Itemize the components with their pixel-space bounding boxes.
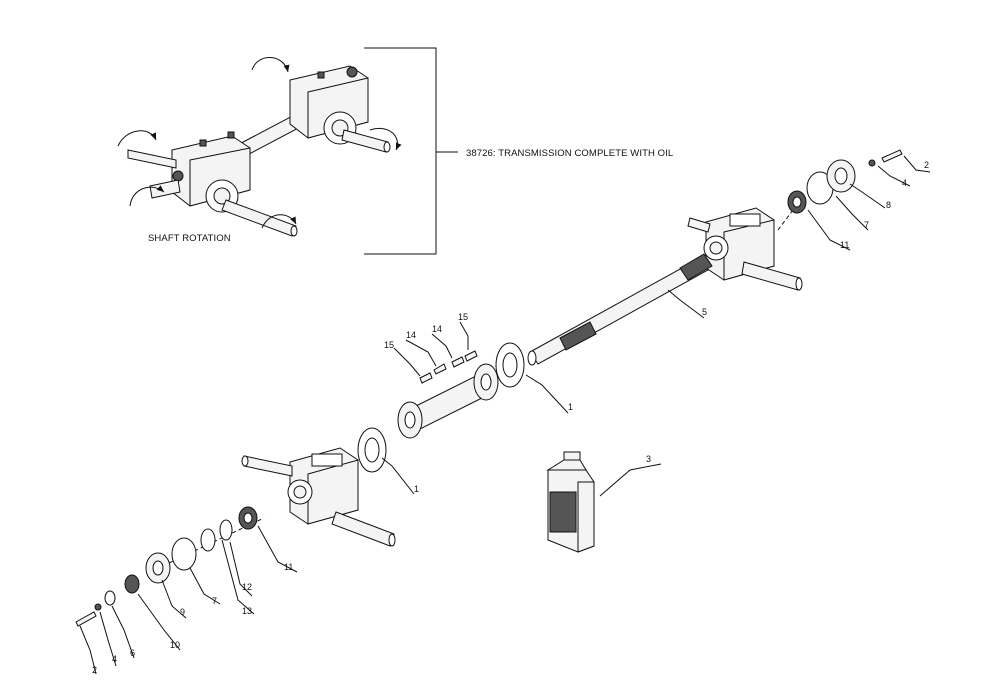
bolt-2-left <box>75 611 97 627</box>
ring-13 <box>200 528 216 552</box>
bolt-15-right <box>464 350 478 362</box>
callout-15-right: 15 <box>458 312 468 322</box>
bolt-14-left <box>433 363 447 375</box>
callout-14-right: 14 <box>432 324 442 334</box>
bolt-15-left <box>419 372 433 384</box>
callout-14-left: 14 <box>406 330 416 340</box>
callout-11-left: 11 <box>284 562 293 572</box>
callout-5: 5 <box>702 307 707 317</box>
bolt-2-right <box>881 149 903 163</box>
callouts: 1 1 2 2 3 4 4 5 6 7 7 8 9 10 11 11 12 13… <box>92 160 929 675</box>
callout-4-right: 4 <box>902 178 907 188</box>
callout-2-right: 2 <box>924 160 929 170</box>
washer-4-left <box>94 603 102 611</box>
seal-10 <box>124 574 140 594</box>
callout-12: 12 <box>242 582 252 592</box>
callout-9: 9 <box>180 607 185 617</box>
callout-8: 8 <box>886 200 891 210</box>
assembly-bracket <box>364 47 458 255</box>
callout-10: 10 <box>170 640 180 650</box>
assembly-caption: 38726: TRANSMISSION COMPLETE WITH OIL <box>466 148 673 159</box>
left-gearbox <box>241 447 396 547</box>
washer-6 <box>104 590 116 606</box>
leader-lines <box>79 155 931 675</box>
callout-4-left: 4 <box>112 654 117 664</box>
gasket-7-left <box>171 537 197 571</box>
callout-7-right: 7 <box>864 220 869 230</box>
callout-7-left: 7 <box>212 596 217 606</box>
washer-4-right <box>868 159 876 167</box>
callout-1-lower: 1 <box>414 484 419 494</box>
callout-6: 6 <box>130 648 135 658</box>
bolt-14-right <box>451 356 465 368</box>
right-gearbox <box>687 207 803 291</box>
callout-3: 3 <box>646 454 651 464</box>
callout-11-right: 11 <box>840 240 849 250</box>
callout-1-upper: 1 <box>568 402 573 412</box>
oil-bottle-3 <box>546 451 595 553</box>
tube-housing <box>397 363 499 439</box>
callout-13: 13 <box>242 606 252 616</box>
ring-12 <box>219 519 233 541</box>
shaft-rotation-caption: SHAFT ROTATION <box>148 233 231 244</box>
callout-2-left: 2 <box>92 665 97 675</box>
worm-shaft-5 <box>527 253 713 366</box>
complete-transmission-illustration <box>117 57 402 237</box>
callout-15-left: 15 <box>384 340 394 350</box>
